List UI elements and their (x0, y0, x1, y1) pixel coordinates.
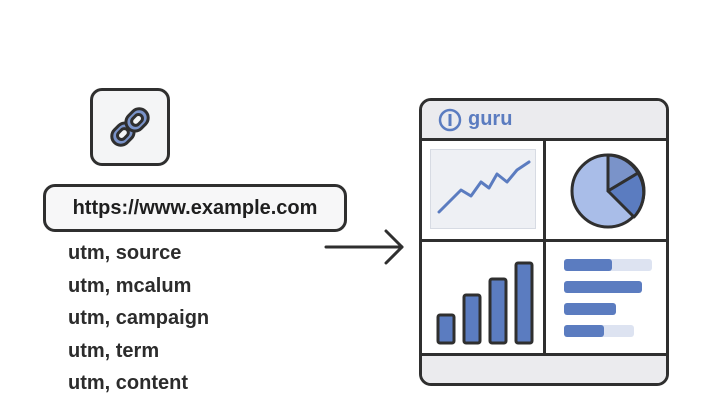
utm-parameter-list: utm, source utm, mcalum utm, campaign ut… (68, 238, 209, 401)
utm-param-item: utm, campaign (68, 307, 210, 329)
utm-param-item: utm, mcalum (68, 274, 192, 297)
utm-param-item: utm, content (68, 372, 188, 394)
url-box: https://www.example.com (43, 184, 347, 232)
panel-divider-vertical (543, 141, 546, 356)
panel-divider-horizontal (422, 239, 666, 242)
link-icon-tile (90, 88, 170, 166)
arrow-right-icon (324, 229, 404, 265)
guru-logo-icon (438, 108, 462, 131)
analytics-dashboard: guru (419, 98, 669, 386)
line-chart-icon (437, 160, 531, 214)
dashboard-header: guru (422, 101, 666, 141)
dashboard-footer (422, 353, 666, 383)
progress-bars-icon (564, 259, 652, 337)
pie-chart-icon (570, 153, 646, 229)
brand-name: guru (468, 108, 513, 130)
url-text: https://www.example.com (72, 196, 318, 219)
utm-param-item: utm, term (68, 339, 160, 362)
utm-param-item: utm, source (68, 242, 182, 264)
line-chart-panel (430, 149, 536, 229)
bar-chart-icon (436, 261, 534, 345)
link-icon (110, 107, 150, 147)
